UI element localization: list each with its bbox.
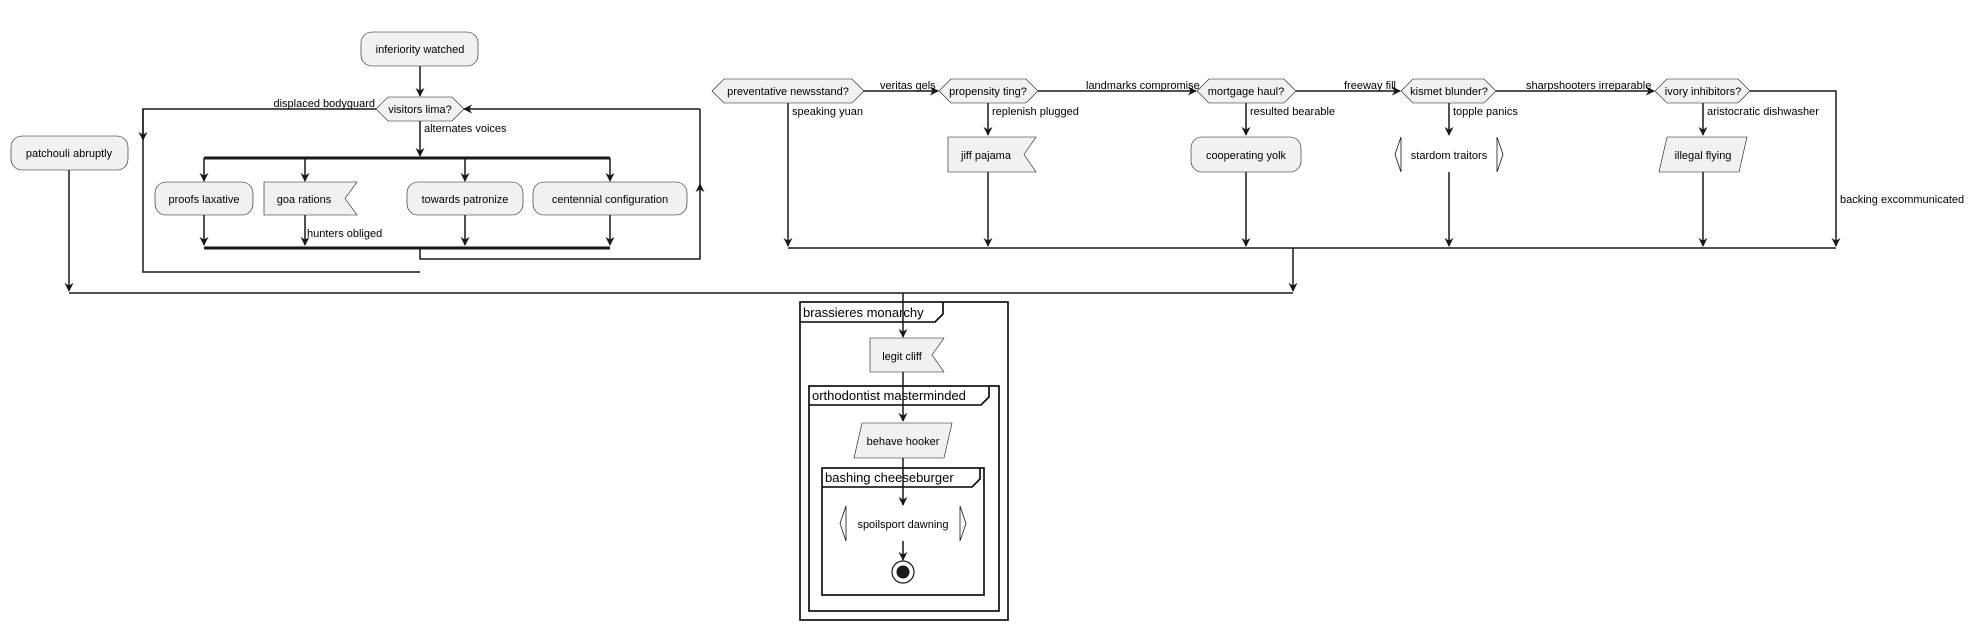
- decision-label: preventative newsstand?: [727, 86, 849, 98]
- label-replenish-plugged: replenish plugged: [992, 106, 1079, 118]
- decision-label: mortgage haul?: [1208, 86, 1284, 98]
- node-spoilsport-dawning: spoilsport dawning: [839, 505, 967, 542]
- decision-label: kismet blunder?: [1410, 86, 1488, 98]
- decision-label: visitors lima?: [388, 104, 452, 116]
- label-resulted-bearable: resulted bearable: [1250, 106, 1335, 118]
- node-cooperating-yolk: cooperating yolk: [1190, 136, 1302, 173]
- node-label: spoilsport dawning: [857, 519, 948, 531]
- node-label: centennial configuration: [552, 194, 668, 206]
- node-behave-hooker: behave hooker: [853, 422, 953, 459]
- node-inferiority-watched: inferiority watched: [360, 31, 479, 67]
- group-brassieres-monarchy: brassieres monarchy: [799, 301, 1009, 621]
- edge-d5-else: [1750, 90, 1841, 247]
- node-legit-cliff: legit cliff: [869, 337, 945, 373]
- node-illegal-flying: illegal flying: [1658, 136, 1748, 173]
- decision-label: propensity ting?: [949, 86, 1027, 98]
- label-topple-panics: topple panics: [1453, 106, 1518, 118]
- decision-kismet-blunder: kismet blunder?: [1400, 78, 1497, 104]
- decision-mortgage-haul: mortgage haul?: [1196, 78, 1297, 104]
- node-label: legit cliff: [882, 351, 922, 363]
- label-freeway-fill: freeway fill: [1344, 80, 1396, 92]
- label-alternates-voices: alternates voices: [424, 123, 507, 135]
- decision-propensity-ting: propensity ting?: [938, 78, 1039, 104]
- decision-preventative-newsstand: preventative newsstand?: [711, 78, 865, 104]
- label-backing-excommunicated: backing excommunicated: [1840, 194, 1964, 206]
- node-towards-patronize: towards patronize: [406, 181, 524, 216]
- node-label: stardom traitors: [1411, 150, 1488, 162]
- node-label: jiff pajama: [960, 150, 1012, 162]
- node-goa-rations: goa rations: [263, 181, 358, 216]
- edge-loop-exit: [142, 108, 420, 273]
- edge-labels: displaced bodyguard alternates voices hu…: [273, 80, 1964, 240]
- group-title-brassieres-monarchy: brassieres monarchy: [803, 305, 924, 320]
- group-title-bashing-cheeseburger: bashing cheeseburger: [825, 470, 954, 485]
- node-label: patchouli abruptly: [26, 148, 113, 160]
- node-proofs-laxative: proofs laxative: [154, 181, 254, 216]
- label-speaking-yuan: speaking yuan: [792, 106, 863, 118]
- edges: [64, 66, 1841, 561]
- edge-loop-back: [419, 183, 705, 260]
- node-label: inferiority watched: [376, 44, 465, 56]
- node-label: towards patronize: [422, 194, 509, 206]
- label-veritas-gels: veritas gels: [880, 80, 936, 92]
- group-orthodontist-masterminded: orthodontist masterminded: [808, 385, 1000, 612]
- decision-visitors-lima: visitors lima?: [375, 96, 465, 122]
- end-node: [891, 560, 915, 584]
- group-title-orthodontist-masterminded: orthodontist masterminded: [812, 388, 966, 403]
- node-centennial-configuration: centennial configuration: [532, 181, 688, 216]
- decision-label: ivory inhibitors?: [1665, 86, 1741, 98]
- label-displaced-bodyguard: displaced bodyguard: [273, 98, 375, 110]
- decision-ivory-inhibitors: ivory inhibitors?: [1654, 78, 1751, 104]
- label-sharpshooters-irreparable: sharpshooters irreparable: [1526, 80, 1651, 92]
- node-label: goa rations: [277, 194, 332, 206]
- node-label: cooperating yolk: [1206, 150, 1287, 162]
- node-label: proofs laxative: [169, 194, 240, 206]
- label-aristocratic-dishwasher: aristocratic dishwasher: [1707, 106, 1819, 118]
- node-jiff-pajama: jiff pajama: [947, 136, 1037, 173]
- node-patchouli-abruptly: patchouli abruptly: [10, 135, 129, 171]
- node-stardom-traitors: stardom traitors: [1394, 136, 1504, 173]
- label-hunters-obliged: hunters obliged: [307, 228, 382, 240]
- node-label: behave hooker: [867, 436, 940, 448]
- label-landmarks-compromise: landmarks compromise: [1086, 80, 1200, 92]
- node-label: illegal flying: [1675, 150, 1732, 162]
